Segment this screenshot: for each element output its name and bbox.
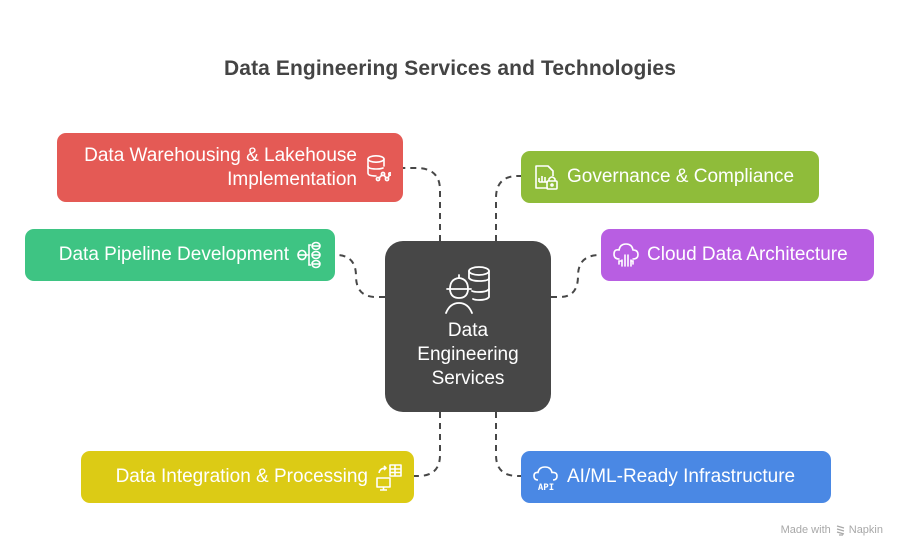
- node-label: Data Integration & Processing: [115, 466, 368, 487]
- cloud-api-icon: API: [533, 462, 559, 492]
- connector-pipeline: [335, 254, 385, 298]
- connector-cloud: [551, 254, 601, 298]
- node-cloud: Cloud Data Architecture: [601, 229, 874, 281]
- connector-integration: [414, 412, 441, 477]
- svg-text:API: API: [538, 483, 554, 492]
- connector-aiml: [495, 412, 521, 477]
- label-line: Implementation: [227, 168, 357, 190]
- center-label-line: Data: [447, 320, 489, 341]
- center-label-line: Services: [431, 368, 505, 389]
- footer-credit[interactable]: Made with Napkin: [781, 524, 883, 536]
- node-pipeline: Data Pipeline Development: [25, 229, 335, 281]
- report-lock-icon: [533, 162, 559, 192]
- node-governance: Governance & Compliance: [521, 151, 819, 203]
- footer-prefix: Made with: [780, 524, 831, 536]
- center-label: Data Engineering Services: [385, 319, 551, 391]
- cloud-circuit-icon: [613, 240, 639, 270]
- label-line: Data Warehousing & Lakehouse: [84, 144, 357, 166]
- footer-brand: Napkin: [848, 524, 883, 536]
- center-label-line: Engineering: [417, 344, 519, 365]
- node-label: Data Warehousing & Lakehouse Implementat…: [84, 144, 357, 192]
- center-hub: Data Engineering Services: [385, 241, 551, 412]
- engineer-database-icon: [445, 266, 490, 314]
- napkin-logo-icon: [836, 524, 844, 536]
- database-network-icon: [365, 153, 391, 183]
- node-aiml: API AI/ML-Ready Infrastructure: [521, 451, 831, 503]
- node-warehousing: Data Warehousing & Lakehouse Implementat…: [57, 133, 403, 202]
- connector-warehousing: [403, 167, 441, 241]
- pipeline-icon: [297, 240, 323, 270]
- integration-icon: [376, 462, 402, 492]
- node-label: AI/ML-Ready Infrastructure: [567, 466, 796, 487]
- diagram-title: Data Engineering Services and Technologi…: [224, 57, 676, 80]
- connector-governance: [495, 175, 521, 241]
- node-label: Cloud Data Architecture: [647, 244, 848, 265]
- node-integration: Data Integration & Processing: [81, 451, 414, 503]
- node-label: Governance & Compliance: [567, 166, 795, 187]
- node-label: Data Pipeline Development: [58, 244, 289, 265]
